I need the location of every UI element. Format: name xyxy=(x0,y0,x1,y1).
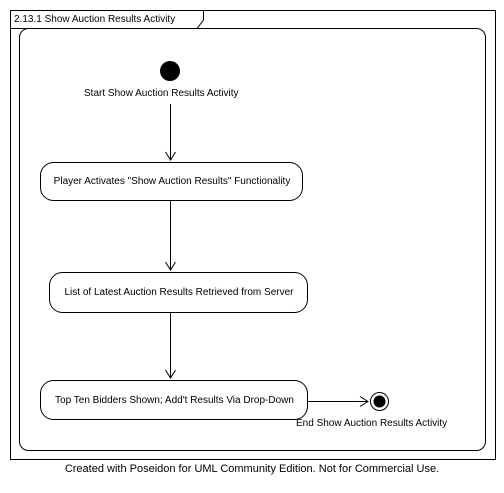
final-node-dot xyxy=(373,395,386,408)
activity-1-label: Player Activates "Show Auction Results" … xyxy=(53,176,291,187)
arrowhead-2 xyxy=(165,261,176,271)
arrowhead-1 xyxy=(165,151,176,161)
end-node-label: End Show Auction Results Activity xyxy=(296,418,448,429)
footer-note: Created with Poseidon for UML Community … xyxy=(64,463,440,475)
arrowhead-3 xyxy=(165,369,176,379)
activity-node-2 xyxy=(49,272,308,313)
activity-3-label: Top Ten Bidders Shown; Add't Results Via… xyxy=(55,395,294,406)
activity-2-label: List of Latest Auction Results Retrieved… xyxy=(64,287,294,298)
activity-node-1 xyxy=(40,162,303,201)
activity-node-3 xyxy=(40,380,308,420)
frame-title: 2.13.1 Show Auction Results Activity xyxy=(14,14,176,25)
arrowhead-4 xyxy=(359,396,369,407)
start-node-label: Start Show Auction Results Activity xyxy=(84,88,239,99)
initial-node xyxy=(160,61,180,81)
outer-frame xyxy=(10,10,496,460)
activity-boundary xyxy=(19,28,486,451)
frame-title-tab xyxy=(10,10,204,29)
